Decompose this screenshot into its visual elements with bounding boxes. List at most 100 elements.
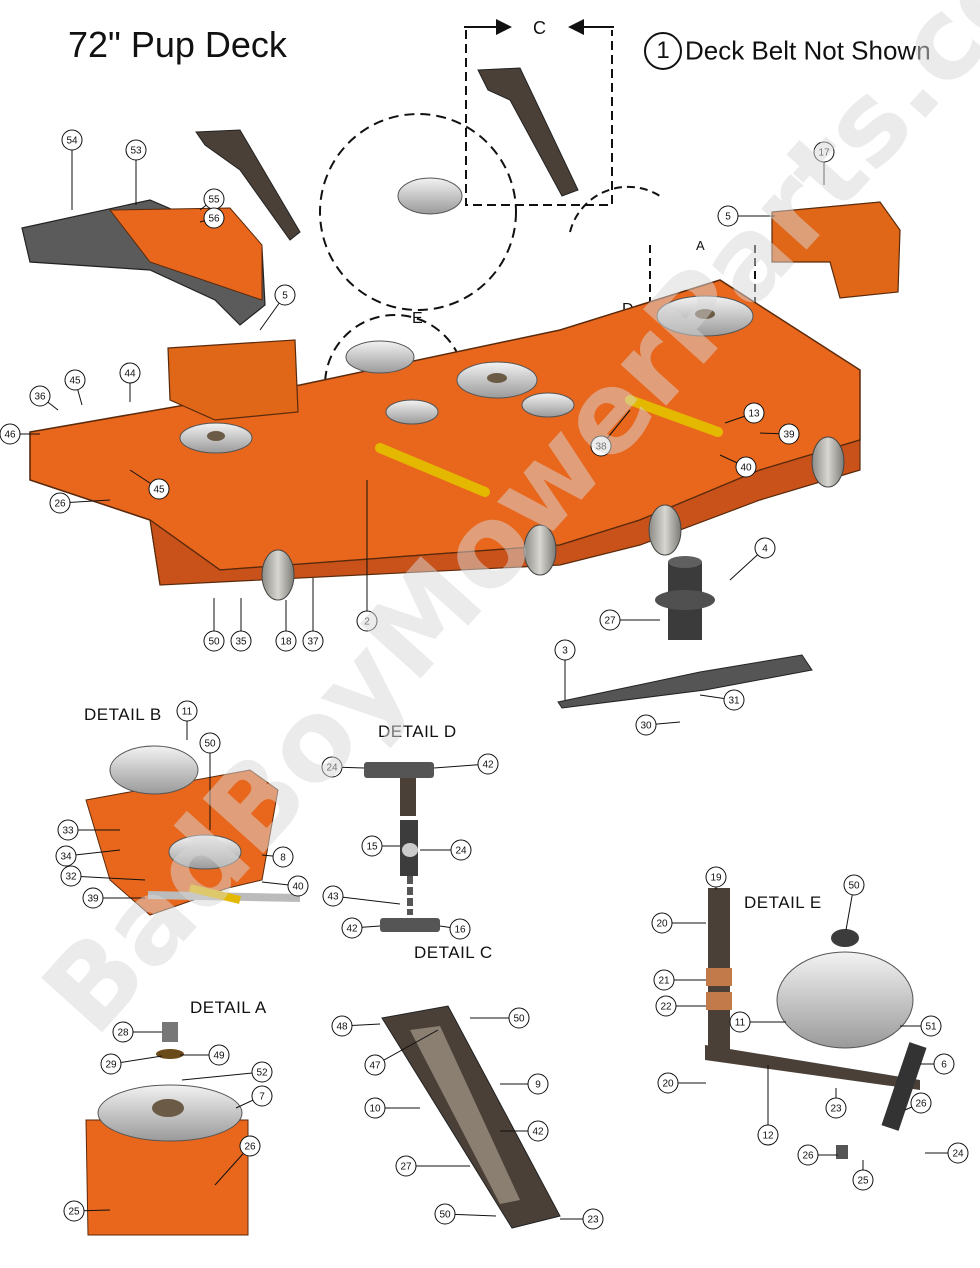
callout-number: 53 — [130, 146, 142, 157]
spindle-assembly — [655, 556, 715, 640]
callout-number: 3 — [562, 646, 568, 657]
callout-number: 26 — [244, 1142, 256, 1153]
callout-bubble — [321, 756, 343, 778]
callout-number: 4 — [762, 544, 768, 555]
callout-number: 13 — [748, 409, 760, 420]
callout-bubble — [57, 819, 79, 841]
detail-c-label: DETAIL C — [414, 943, 493, 962]
callout-number: 25 — [68, 1207, 80, 1218]
callout-number: 48 — [336, 1022, 348, 1033]
callout-number: 5 — [282, 291, 288, 302]
callout-bubble — [60, 865, 82, 887]
view-c-letter: C — [533, 18, 546, 38]
callout-number: 20 — [662, 1079, 674, 1090]
callout-number: 54 — [66, 136, 78, 147]
turnbuckle-left — [375, 443, 490, 497]
callout-bubble — [797, 1144, 819, 1166]
callout-number: 40 — [292, 882, 304, 893]
callout-number: 10 — [369, 1104, 381, 1115]
belt-cover-right — [771, 201, 901, 299]
detail-b-label: DETAIL B — [84, 705, 162, 724]
callout-bubble — [302, 630, 324, 652]
callout-number: 26 — [54, 499, 66, 510]
callout-bubble — [852, 1169, 874, 1191]
callout-number: 6 — [941, 1060, 947, 1071]
callout-bubble — [272, 846, 294, 868]
callout-bubble — [361, 835, 383, 857]
callout-bubble — [82, 887, 104, 909]
callout-bubble — [508, 1007, 530, 1029]
mower-blade — [557, 654, 813, 709]
callout-bubble — [813, 141, 835, 163]
callout-number: 12 — [762, 1131, 774, 1142]
callout-number: 17 — [818, 148, 830, 159]
callout-number: 24 — [326, 763, 338, 774]
callout-number: 24 — [952, 1149, 964, 1160]
callout-number: 42 — [532, 1127, 544, 1138]
callout-bubble — [119, 362, 141, 384]
callout-bubble — [364, 1054, 386, 1076]
callout-bubble — [251, 1061, 273, 1083]
callout-bubble — [582, 1208, 604, 1230]
callout-bubble — [843, 874, 865, 896]
callout-number: 24 — [455, 846, 467, 857]
callout-bubble — [729, 1011, 751, 1033]
detail-e-label: DETAIL E — [744, 893, 822, 912]
note-text: Deck Belt Not Shown — [685, 35, 931, 66]
callout-bubble — [395, 1155, 417, 1177]
callout-number: 56 — [208, 214, 220, 225]
callout-number: 46 — [4, 430, 16, 441]
callout-number: 2 — [364, 617, 370, 628]
callout-number: 27 — [604, 616, 616, 627]
detail-c-arm-drawing — [381, 1005, 561, 1229]
callout-bubble — [717, 205, 739, 227]
callout-number: 50 — [513, 1014, 525, 1025]
callout-number: 37 — [307, 637, 319, 648]
callout-number: 28 — [117, 1028, 129, 1039]
callout-number: 49 — [213, 1051, 225, 1062]
callout-bubble — [100, 1053, 122, 1075]
mower-deck — [29, 279, 861, 586]
callout-bubble — [251, 1085, 273, 1107]
callout-number: 51 — [925, 1022, 937, 1033]
callout-bubble — [176, 700, 198, 722]
callout-bubble — [434, 1203, 456, 1225]
callout-bubble — [63, 1200, 85, 1222]
callout-bubble — [230, 630, 252, 652]
callout-number: 36 — [34, 392, 46, 403]
callout-number: 23 — [587, 1215, 599, 1226]
callout-number: 16 — [454, 925, 466, 936]
callout-number: 5 — [725, 212, 731, 223]
callout-bubble — [655, 995, 677, 1017]
callout-bubble — [364, 1097, 386, 1119]
callout-leader — [70, 875, 146, 881]
callout-bubble — [743, 402, 765, 424]
turnbuckle-right — [625, 395, 723, 437]
view-c-bracket — [465, 30, 613, 206]
callout-number: 31 — [728, 696, 740, 707]
callout-bubble — [947, 1142, 969, 1164]
callout-bubble — [287, 875, 309, 897]
callout-number: 34 — [60, 852, 72, 863]
callout-number: 44 — [124, 369, 136, 380]
callout-bubble — [527, 1073, 549, 1095]
callout-leader — [332, 895, 401, 905]
discharge-chute — [21, 199, 266, 326]
callout-number: 39 — [783, 430, 795, 441]
callout-bubble — [477, 753, 499, 775]
callout-bubble — [635, 714, 657, 736]
callout-bubble — [64, 369, 86, 391]
callout-number: 55 — [208, 195, 220, 206]
callout-bubble — [754, 537, 776, 559]
callout-bubble — [778, 423, 800, 445]
callout-bubble — [274, 284, 296, 306]
callout-number: 42 — [346, 924, 358, 935]
callout-number: 33 — [62, 826, 74, 837]
callout-number: 40 — [740, 463, 752, 474]
belt-cover-left — [167, 339, 299, 421]
idler-arm-view-c — [477, 67, 579, 197]
callout-bubble — [341, 917, 363, 939]
callout-bubble — [920, 1015, 942, 1037]
detail-d-arc — [569, 185, 661, 233]
